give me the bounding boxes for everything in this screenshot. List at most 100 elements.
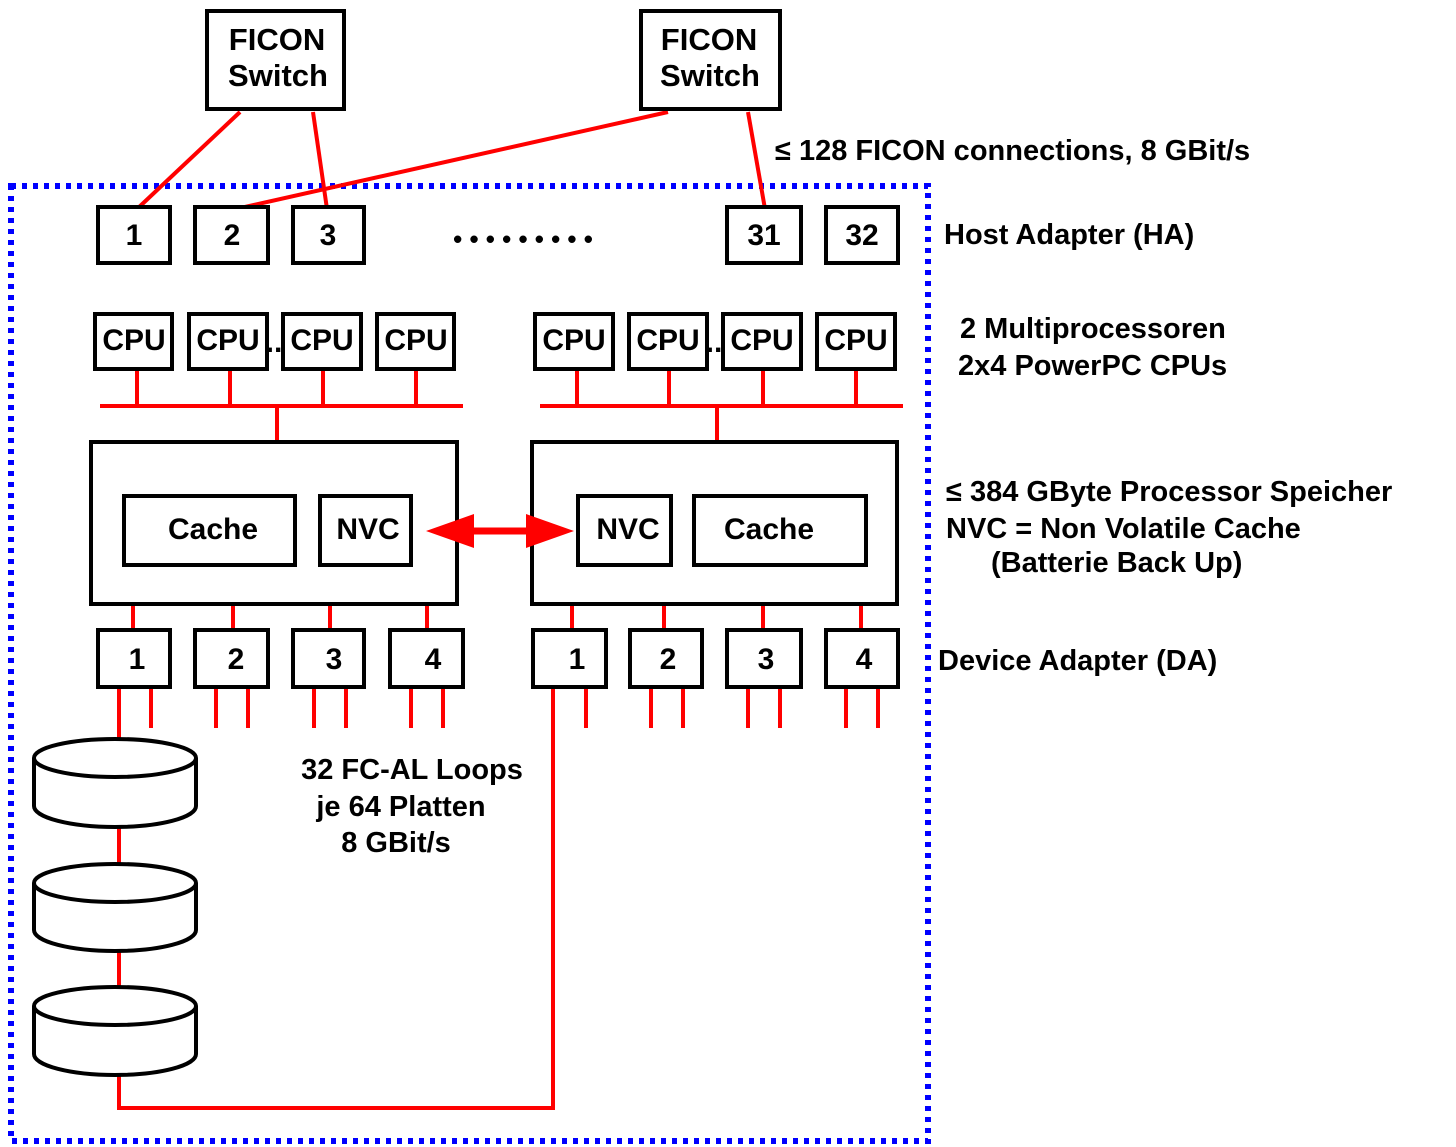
device-adapter-label: 2 <box>228 643 245 676</box>
cpu-box <box>721 312 803 371</box>
cpu-box <box>533 312 615 371</box>
cpu-label: CPU <box>636 324 699 357</box>
switch-label-line1: FICON <box>229 22 325 57</box>
cache-box <box>122 494 297 567</box>
cpu-label: CPU <box>542 324 605 357</box>
cache-label: Cache <box>724 513 814 546</box>
host-adapter: 2 <box>193 205 270 265</box>
cpu-label: CPU <box>384 324 447 357</box>
cpu-separator: .. <box>266 326 283 359</box>
device-adapter-box <box>291 628 366 689</box>
arrow-head-left <box>426 514 474 548</box>
disk-top <box>32 862 198 904</box>
host-adapter-label: 3 <box>320 219 337 252</box>
disk-top <box>32 985 198 1027</box>
cpu-box <box>375 312 456 371</box>
device-adapter-box <box>388 628 465 689</box>
host-adapter: 3 <box>291 205 366 265</box>
device-adapter-label: Device Adapter (DA) <box>938 645 1217 677</box>
nvc-label: NVC <box>336 513 399 546</box>
device-adapter-label: 2 <box>660 643 677 676</box>
device-adapter-box <box>824 628 900 689</box>
switch-label-line2: Switch <box>228 58 328 93</box>
host-adapter-label: Host Adapter (HA) <box>944 219 1194 251</box>
nvc-box <box>576 494 673 567</box>
host-adapter-label: 2 <box>224 219 241 252</box>
host-adapter: 31 <box>725 205 803 265</box>
host-adapter-ellipsis: • • • • • • • • • <box>453 224 593 254</box>
device-adapter-label: 4 <box>425 643 442 676</box>
host-adapter: 1 <box>96 205 172 265</box>
host-adapter-box <box>725 205 803 265</box>
device-adapter-box <box>193 628 270 689</box>
cpu-bus-wiring <box>100 370 903 442</box>
fc-al-loops-label-line1: 32 FC-AL Loops <box>301 754 523 786</box>
disk-stack <box>32 737 198 1077</box>
host-adapter-box <box>96 205 172 265</box>
arrow-head-right <box>526 514 574 548</box>
device-adapter-label: 3 <box>758 643 775 676</box>
cpu-label: CPU <box>730 324 793 357</box>
cpu-box <box>815 312 897 371</box>
fc-al-loops-label-line3: 8 GBit/s <box>341 827 451 859</box>
device-adapter-box <box>628 628 704 689</box>
host-adapter-label: 32 <box>845 219 878 252</box>
disk-icon <box>32 862 198 953</box>
host-adapter-box <box>291 205 366 265</box>
switch-label-line1: FICON <box>661 22 757 57</box>
memory-label-line2: NVC = Non Volatile Cache <box>946 513 1301 545</box>
cpu-group-left: CPU CPU .. CPU CPU <box>93 312 456 371</box>
host-adapter-box <box>193 205 270 265</box>
cpu-box <box>93 312 174 371</box>
switch-wiring <box>135 110 767 211</box>
fc-al-loops-label-line2: je 64 Platten <box>315 791 485 823</box>
host-adapters: 1 2 3 31 32 • • • • • • • • • <box>96 205 900 265</box>
cpu-label: CPU <box>196 324 259 357</box>
device-adapter-label: 4 <box>856 643 873 676</box>
ficon-switch-1: FICON Switch <box>205 9 346 111</box>
cache-box <box>692 494 868 567</box>
disk-top <box>32 737 198 779</box>
cpu-box <box>187 312 269 371</box>
memory-block-left: Cache NVC <box>89 440 459 606</box>
wire-sw2-ha2 <box>235 110 669 211</box>
nvc-mirror-arrow <box>426 514 574 548</box>
cpu-label: CPU <box>824 324 887 357</box>
wire-sw1-ha1 <box>135 110 242 211</box>
device-adapter-box <box>531 628 608 689</box>
host-adapter: 32 <box>824 205 900 265</box>
multiprocessor-label-line2: 2x4 PowerPC CPUs <box>958 350 1227 382</box>
host-adapter-label: 1 <box>126 219 143 252</box>
cpu-box <box>281 312 363 371</box>
disk-icon <box>32 737 198 829</box>
device-adapter-label: 3 <box>326 643 343 676</box>
device-adapters: 1 2 3 4 1 2 3 4 <box>96 628 900 689</box>
ficon-connections-label: ≤ 128 FICON connections, 8 GBit/s <box>775 135 1250 167</box>
memory-block-right: NVC Cache <box>530 440 899 606</box>
cpu-separator: .. <box>706 326 723 359</box>
device-adapter-box <box>96 628 172 689</box>
memory-da-wiring <box>131 604 863 630</box>
nvc-label: NVC <box>596 513 659 546</box>
memory-label-line1: ≤ 384 GByte Processor Speicher <box>946 476 1392 508</box>
loop-stubs <box>149 688 880 728</box>
cpu-label: CPU <box>102 324 165 357</box>
memory-label-line3: (Batterie Back Up) <box>991 547 1242 579</box>
disk-icon <box>32 985 198 1077</box>
device-adapter-box <box>725 628 803 689</box>
cpu-box <box>627 312 709 371</box>
device-adapter-label: 1 <box>129 643 146 676</box>
device-adapter-label: 1 <box>569 643 586 676</box>
cache-label: Cache <box>168 513 258 546</box>
host-adapter-label: 31 <box>747 219 780 252</box>
wire-sw2-ha31 <box>746 111 767 210</box>
wire-sw1-ha3 <box>311 111 329 210</box>
cpu-label: CPU <box>290 324 353 357</box>
nvc-box <box>318 494 413 567</box>
switch-label-line2: Switch <box>660 58 760 93</box>
switch-box <box>205 9 346 111</box>
host-adapter-box <box>824 205 900 265</box>
ficon-switch-2: FICON Switch <box>639 9 782 111</box>
multiprocessor-label-line1: 2 Multiprocessoren <box>960 313 1226 345</box>
